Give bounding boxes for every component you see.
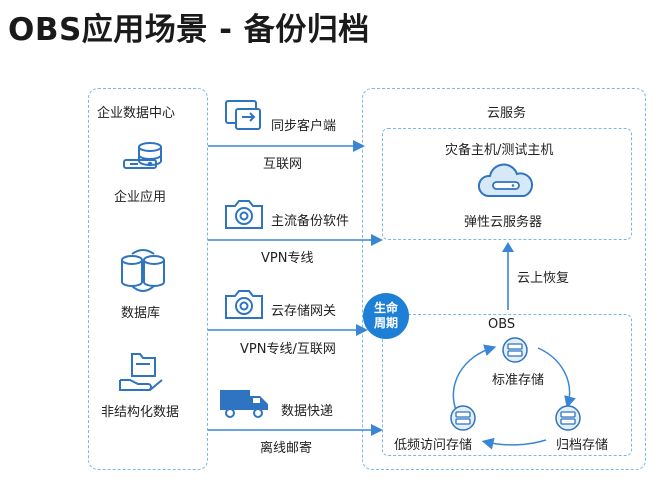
vpn-internet-link-label: VPN专线/互联网 (240, 342, 336, 357)
internet-link-label: 互联网 (263, 157, 303, 172)
cloud-service-heading: 云服务 (487, 106, 527, 121)
cloud-server-icon (478, 163, 534, 197)
elastic-cloud-server-label: 弹性云服务器 (464, 215, 543, 230)
sync-client-icon (225, 100, 261, 130)
host-box (382, 128, 632, 240)
storage-icon (555, 405, 581, 431)
page-title: OBS应用场景 - 备份归档 (8, 12, 370, 48)
sync-client-label: 同步客户端 (271, 119, 337, 134)
data-express-label: 数据快递 (281, 404, 334, 419)
cloud-service-panel (362, 88, 646, 470)
cloud-restore-label: 云上恢复 (517, 271, 570, 286)
database-icon (121, 249, 165, 292)
server-icon (123, 142, 162, 169)
obs-box (382, 314, 632, 456)
backup-software-label: 主流备份软件 (271, 214, 350, 229)
enterprise-datacenter-heading: 企业数据中心 (97, 106, 176, 121)
enterprise-app-label: 企业应用 (114, 190, 167, 205)
host-box-title: 灾备主机/测试主机 (445, 143, 554, 158)
offline-mail-link-label: 离线邮寄 (260, 441, 313, 456)
lifecycle-badge-line1: 生命 (373, 301, 398, 315)
obs-title: OBS (488, 317, 516, 332)
camera-icon (225, 290, 263, 319)
restore-arrow (502, 242, 514, 310)
vpn-link-label: VPN专线 (261, 251, 314, 266)
lifecycle-badge: 生命 周期 (363, 293, 409, 339)
unstructured-data-label: 非结构化数据 (101, 405, 180, 420)
storage-icon (450, 405, 476, 431)
enterprise-datacenter-panel (88, 88, 208, 470)
database-label: 数据库 (121, 306, 161, 321)
standard-storage-label: 标准存储 (492, 373, 545, 388)
archive-storage-label: 归档存储 (556, 438, 609, 453)
lifecycle-badge-line2: 周期 (373, 316, 398, 330)
storage-icon (502, 337, 528, 363)
truck-icon (220, 390, 268, 418)
lifecycle-cycle-arrows (452, 344, 576, 450)
camera-icon (225, 200, 263, 229)
cloud-storage-gateway-label: 云存储网关 (271, 304, 337, 319)
folder-hand-icon (119, 353, 163, 391)
infrequent-access-storage-label: 低频访问存储 (394, 438, 473, 453)
